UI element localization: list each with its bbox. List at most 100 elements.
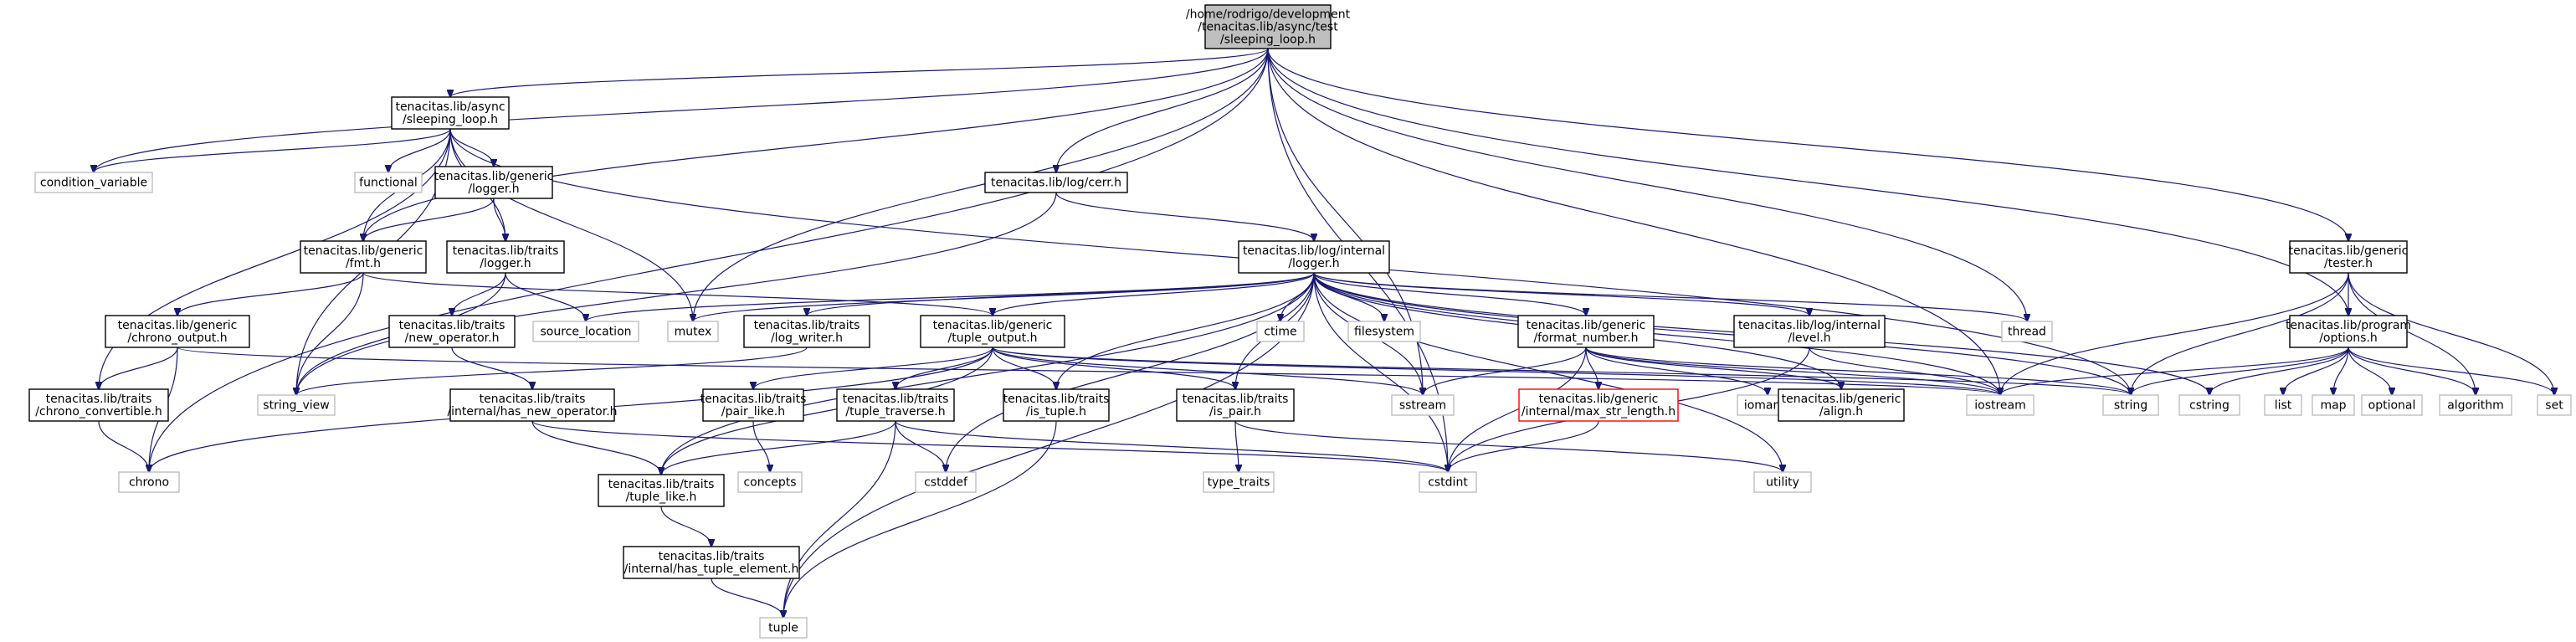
- node-string: string: [2102, 394, 2159, 416]
- node-label-line: /is_tuple.h: [1026, 405, 1086, 419]
- node-label-line: tenacitas.lib/traits: [46, 393, 152, 406]
- node-optional: optional: [2361, 394, 2423, 416]
- node-box: [1347, 321, 1421, 342]
- node-label-line: tenacitas.lib/generic: [1539, 393, 1659, 406]
- node-label-line: /is_pair.h: [1209, 405, 1261, 419]
- edge-log_internal_logger-to-log_internal_level: [1313, 272, 1809, 316]
- edge-traits_internal_has_new_operator-to-cstdint: [531, 420, 1448, 472]
- node-box: [532, 321, 639, 342]
- node-traits_tuple_like[interactable]: tenacitas.lib/traits/tuple_like.h: [598, 474, 725, 507]
- edge-generic_format_number-to-sstream: [1423, 347, 1587, 395]
- node-label-line: concepts: [743, 476, 796, 490]
- node-generic_tuple_output[interactable]: tenacitas.lib/generic/tuple_output.h: [920, 315, 1065, 348]
- node-traits_is_pair[interactable]: tenacitas.lib/traits/is_pair.h: [1176, 388, 1295, 422]
- node-traits_is_tuple[interactable]: tenacitas.lib/traits/is_tuple.h: [1003, 388, 1110, 422]
- node-program_options[interactable]: tenacitas.lib/program/options.h: [2286, 315, 2411, 348]
- edge-log_internal_logger-to-generic_format_number: [1313, 272, 1586, 316]
- node-label-line: /level.h: [1788, 331, 1830, 345]
- node-box: [1203, 471, 1275, 493]
- node-box: [300, 240, 427, 274]
- node-label-line: tenacitas.lib/generic: [2289, 244, 2409, 258]
- node-generic_internal_max_str_length[interactable]: tenacitas.lib/generic/internal/max_str_l…: [1518, 388, 1679, 422]
- node-label-line: /tuple_output.h: [948, 331, 1038, 345]
- node-label-line: /format_number.h: [1533, 331, 1638, 345]
- node-log_cerr[interactable]: tenacitas.lib/log/cerr.h: [984, 172, 1128, 193]
- edge-generic_logger-to-traits_logger: [493, 198, 505, 241]
- node-generic_align[interactable]: tenacitas.lib/generic/align.h: [1778, 388, 1905, 422]
- node-log_internal_logger[interactable]: tenacitas.lib/log/internal/logger.h: [1238, 240, 1390, 274]
- node-traits_log_writer[interactable]: tenacitas.lib/traits/log_writer.h: [743, 315, 870, 348]
- node-root[interactable]: /home/rodrigo/development/tenacitas.lib/…: [1186, 4, 1351, 49]
- node-box: [2289, 240, 2408, 274]
- node-traits_tuple_traverse[interactable]: tenacitas.lib/traits/tuple_traverse.h: [836, 388, 955, 422]
- node-label-line: tuple: [768, 622, 798, 635]
- node-label-line: iostream: [1974, 399, 2026, 413]
- node-label-line: tenacitas.lib/async: [395, 100, 505, 114]
- node-cstdint: cstdint: [1419, 471, 1477, 493]
- edge-root-to-iostream: [1267, 48, 2000, 395]
- node-traits_internal_has_tuple_element[interactable]: tenacitas.lib/traits/internal/has_tuple_…: [623, 546, 800, 579]
- edge-generic_tuple_output-to-traits_pair_like: [753, 347, 993, 389]
- edge-log_internal_logger-to-string: [1313, 272, 2131, 395]
- node-box: [759, 617, 808, 639]
- node-traits_logger[interactable]: tenacitas.lib/traits/logger.h: [446, 240, 565, 274]
- node-box: [667, 321, 719, 342]
- edge-program_options-to-set: [2348, 347, 2554, 395]
- node-box: [702, 388, 804, 422]
- edge-traits_is_pair-to-utility: [1234, 420, 1783, 472]
- node-box: [2102, 394, 2159, 416]
- node-box: [105, 315, 250, 348]
- nodes-layer: /home/rodrigo/development/tenacitas.lib/…: [28, 4, 2572, 639]
- node-box: [1204, 4, 1332, 49]
- node-box: [598, 474, 725, 507]
- edge-generic_format_number-to-iomanip: [1585, 347, 1768, 395]
- node-generic_logger[interactable]: tenacitas.lib/generic/logger.h: [434, 166, 554, 199]
- edge-root-to-generic_tester: [1267, 48, 2348, 241]
- node-iostream: iostream: [1966, 394, 2035, 416]
- node-box: [1256, 321, 1305, 342]
- node-label-line: /new_operator.h: [405, 331, 500, 345]
- node-traits_chrono_convertible[interactable]: tenacitas.lib/traits/chrono_convertible.…: [28, 388, 169, 422]
- node-box: [34, 172, 153, 193]
- edge-log_internal_logger-to-traits_log_writer: [807, 272, 1315, 316]
- edge-generic_tuple_output-to-iostream: [992, 347, 2000, 395]
- node-label-line: chrono: [129, 476, 169, 490]
- edge-traits_log_writer-to-string_view: [296, 347, 808, 395]
- node-box: [1778, 388, 1905, 422]
- edge-generic_tuple_output-to-traits_tuple_traverse: [895, 347, 993, 389]
- node-box: [2439, 394, 2512, 416]
- node-generic_tester[interactable]: tenacitas.lib/generic/tester.h: [2289, 240, 2409, 274]
- node-thread: thread: [2001, 321, 2053, 342]
- node-label-line: /align.h: [1819, 405, 1863, 419]
- node-log_internal_level[interactable]: tenacitas.lib/log/internal/level.h: [1733, 315, 1886, 348]
- node-label-line: thread: [2008, 326, 2046, 339]
- node-traits_pair_like[interactable]: tenacitas.lib/traits/pair_like.h: [700, 388, 807, 422]
- node-string_view: string_view: [257, 394, 336, 416]
- edge-generic_fmt-to-generic_chrono_output: [177, 272, 364, 316]
- node-async_sleeping_loop[interactable]: tenacitas.lib/async/sleeping_loop.h: [391, 96, 510, 130]
- node-box: [2289, 315, 2408, 348]
- node-box: [623, 546, 800, 579]
- edge-generic_format_number-to-iostream: [1585, 347, 2000, 395]
- node-traits_internal_has_new_operator[interactable]: tenacitas.lib/traits/internal/has_new_op…: [447, 388, 618, 422]
- edge-log_internal_logger-to-iostream: [1313, 272, 2000, 395]
- node-sstream: sstream: [1391, 394, 1455, 416]
- node-generic_chrono_output[interactable]: tenacitas.lib/generic/chrono_output.h: [105, 315, 250, 348]
- edge-traits_tuple_like-to-traits_internal_has_tuple_element: [660, 506, 711, 547]
- node-traits_new_operator[interactable]: tenacitas.lib/traits/new_operator.h: [388, 315, 516, 348]
- edge-generic_tuple_output-to-sstream: [992, 347, 1423, 395]
- node-generic_format_number[interactable]: tenacitas.lib/generic/format_number.h: [1517, 315, 1655, 348]
- node-label-line: /fmt.h: [346, 257, 381, 270]
- node-generic_fmt[interactable]: tenacitas.lib/generic/fmt.h: [300, 240, 427, 274]
- node-box: [737, 471, 803, 493]
- node-label-line: tenacitas.lib/traits: [843, 393, 949, 406]
- node-box: [2264, 394, 2302, 416]
- edge-generic_format_number-to-generic_internal_max_str_length: [1585, 347, 1598, 389]
- node-label-line: map: [2320, 399, 2346, 413]
- node-box: [920, 315, 1065, 348]
- node-box: [1003, 388, 1110, 422]
- edge-async_sleeping_loop-to-functional: [388, 128, 451, 172]
- node-box: [836, 388, 955, 422]
- node-label-line: condition_variable: [40, 177, 147, 190]
- edge-traits_internal_has_tuple_element-to-tuple: [711, 578, 783, 618]
